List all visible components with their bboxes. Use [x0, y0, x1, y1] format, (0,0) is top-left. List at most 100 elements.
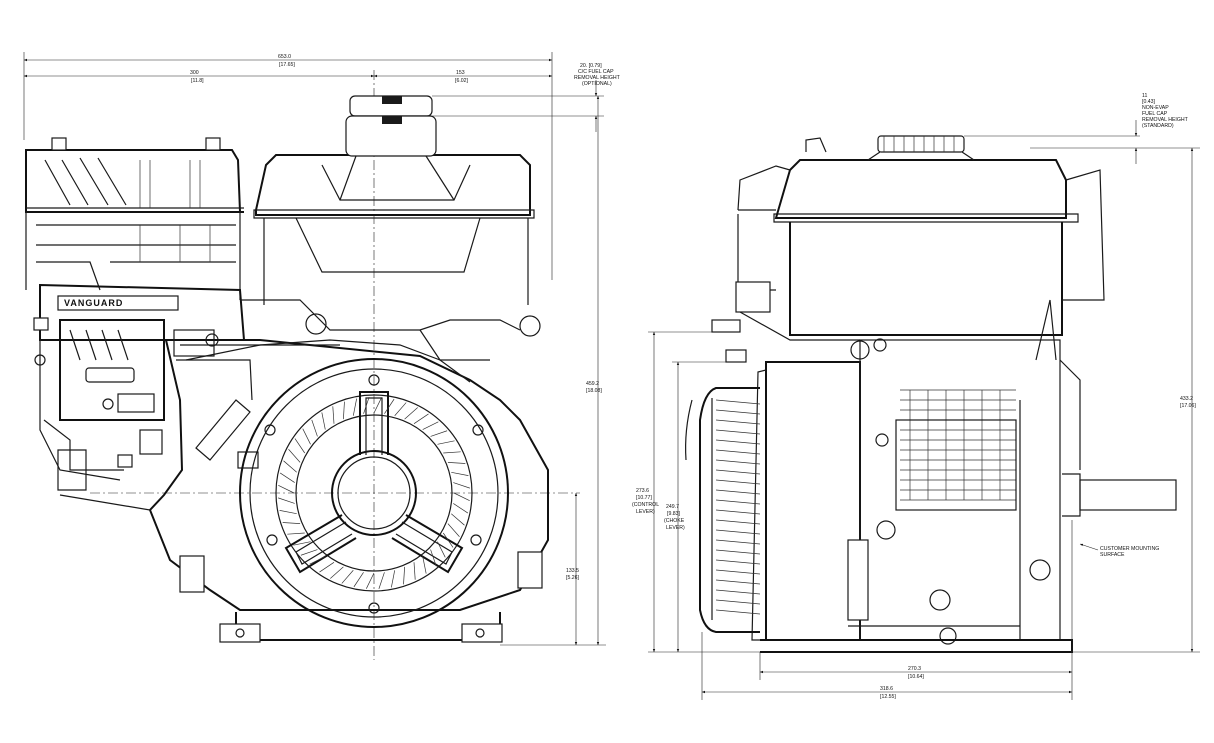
starter-vane — [353, 572, 364, 588]
starter-vane — [430, 430, 448, 437]
starter-vane — [311, 419, 318, 437]
mounting-surface-callout: CUSTOMER MOUNTING SURFACE — [1079, 543, 1159, 558]
dim-text: 433.2 — [1180, 396, 1193, 402]
dim-text: 459.2 — [586, 381, 599, 387]
dim-text: [11.8] — [191, 78, 204, 84]
dim-overall-width: 653.0 [17.65] — [23, 52, 553, 280]
dim-text: (STANDARD) — [1142, 123, 1174, 129]
starter-vane — [288, 449, 301, 463]
starter-vane — [413, 413, 429, 425]
side-linkage — [711, 281, 887, 363]
grill-rib — [715, 589, 761, 595]
grill-rib — [715, 399, 761, 405]
grill-rib — [715, 519, 761, 525]
grill-rib — [715, 539, 761, 545]
grill-rib — [715, 559, 761, 565]
starter-vane — [453, 482, 470, 489]
recoil-starter — [239, 358, 509, 628]
side-crankcase — [760, 299, 1177, 653]
side-grill — [715, 399, 761, 615]
grill-rib — [715, 439, 761, 445]
dim-control-lever: 273.6 [10.77] (CONTROL LEVER) — [632, 331, 760, 653]
crankcase — [59, 299, 549, 643]
starter-vane — [391, 570, 396, 588]
dim-choke-lever: 249.7 [9.83] (CHOKE LEVER) — [664, 361, 726, 652]
dim-text: CUSTOMER MOUNTING — [1100, 546, 1159, 552]
dim-text: [5.26] — [566, 575, 580, 581]
dim-text: 273.6 — [636, 488, 649, 494]
starter-vane — [451, 471, 469, 476]
starter-vane — [422, 556, 427, 574]
starter-vane — [447, 462, 466, 464]
starter-vane — [282, 522, 301, 524]
dim-text: C/C FUEL CAP — [578, 69, 614, 75]
grill-rib — [715, 609, 761, 615]
front-view: VANGUARD — [23, 52, 621, 660]
dim-text: [17.65] — [279, 62, 295, 68]
dim-text: LEVER) — [666, 525, 685, 531]
grill-rib — [715, 449, 761, 455]
starter-vane — [332, 406, 335, 424]
grill-rib — [715, 479, 761, 485]
starter-vane — [278, 497, 295, 504]
dim-text: LEVER) — [636, 509, 655, 515]
grill-rib — [715, 419, 761, 425]
starter-vane — [300, 549, 318, 556]
grill-rib — [715, 489, 761, 495]
control-block: VANGUARD — [33, 283, 246, 491]
grill-rib — [715, 509, 761, 515]
dim-text: 318.6 — [880, 686, 893, 692]
dim-text: 20. [0.79] — [580, 63, 602, 69]
starter-vane — [279, 472, 295, 483]
dim-text: 270.3 — [908, 666, 921, 672]
starter-vane — [451, 513, 465, 526]
grill-rib — [715, 469, 761, 475]
dim-text: (OPTIONAL) — [582, 81, 612, 87]
starter-vane — [403, 566, 405, 585]
starter-vane — [283, 460, 297, 473]
dim-text: [9.83] — [667, 511, 681, 517]
dim-fuel-cap-optional: 20. [0.79] C/C FUEL CAP REMOVAL HEIGHT (… — [432, 63, 621, 132]
grill-rib — [715, 429, 761, 435]
dim-text: [17.06] — [1180, 403, 1196, 409]
starter-vane — [422, 421, 439, 430]
starter-vanes — [278, 397, 470, 589]
starter-vane — [437, 440, 455, 445]
starter-vane — [293, 541, 311, 546]
starter-vane — [278, 485, 295, 494]
dim-text: (CHOKE — [664, 518, 685, 524]
dim-text: 133.5 — [566, 568, 579, 574]
starter-vane — [287, 532, 305, 535]
dim-text: FUEL CAP — [1142, 111, 1168, 117]
starter-vane — [279, 510, 297, 515]
fuel-tank — [253, 95, 535, 305]
dim-text: 11 — [1142, 93, 1147, 99]
dim-text: 153 — [456, 70, 465, 76]
starter-vane — [453, 503, 469, 514]
starter-vane — [443, 451, 461, 454]
dim-text: 653.0 — [278, 54, 291, 60]
dim-text: [12.55] — [880, 694, 896, 700]
brand-logo: VANGUARD — [64, 298, 123, 308]
side-fuel-tank — [737, 135, 1105, 336]
dim-front-height: 459.2 [18.08] — [500, 96, 606, 646]
dim-text: (CONTROL — [632, 502, 659, 508]
dim-right-offset: 153 [6.02] — [374, 70, 552, 84]
grill-rib — [715, 569, 761, 575]
dim-text: REMOVAL HEIGHT — [574, 75, 621, 81]
dim-text: NON-EVAP — [1142, 105, 1169, 111]
starter-vane — [294, 438, 306, 454]
dim-text: REMOVAL HEIGHT — [1142, 117, 1189, 123]
cylinder-fins — [900, 389, 1016, 501]
starter-vane — [363, 397, 370, 414]
grill-rib — [715, 409, 761, 415]
starter-vane — [302, 428, 311, 445]
starter-vane — [437, 541, 446, 558]
grill-rib — [715, 599, 761, 605]
starter-vane — [378, 572, 385, 589]
starter-vane — [330, 566, 344, 579]
dim-overall-depth: 318.6 [12.55] — [701, 632, 1072, 700]
starter-vane — [404, 407, 418, 420]
starter-vane — [453, 492, 470, 501]
starter-vane — [447, 523, 460, 537]
